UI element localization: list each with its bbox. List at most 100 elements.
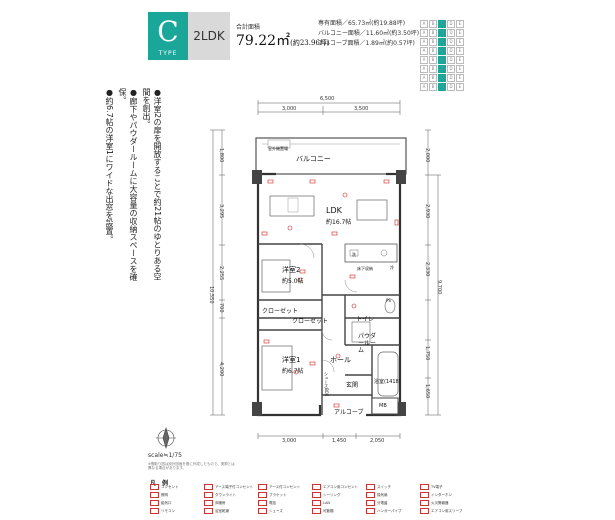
room-western-2-size: 約5.0帖: [282, 278, 304, 285]
grid-cell: E: [456, 65, 464, 73]
grid-cell: B: [429, 47, 437, 55]
legend-symbol-icon: [204, 484, 213, 490]
grid-cell: E: [456, 38, 464, 46]
dim-left-total: 10,550: [208, 286, 214, 304]
dim-right-total: 9,700: [436, 280, 442, 295]
room-ldk-size: 約16.7帖: [326, 219, 352, 226]
grid-cell: B: [429, 29, 437, 37]
dim-right-5: 1,650: [424, 384, 430, 399]
legend-label: インターホン: [431, 492, 452, 497]
grid-cell: A: [420, 56, 428, 64]
legend-symbol-icon: [366, 492, 375, 498]
legend-symbol-icon: [150, 500, 159, 506]
legend-item: リモコン: [150, 508, 200, 514]
legend-item: ハンガーパイプ: [366, 508, 416, 514]
room-ldk: LDK: [326, 206, 342, 215]
room-alcove: アルコーブ: [334, 409, 364, 416]
legend-symbol-icon: [204, 500, 213, 506]
legend-symbol-icon: [258, 484, 267, 490]
legend-item: 浴室乾燥: [204, 508, 254, 514]
legend-item: 分電盤: [366, 500, 416, 506]
dim-top-left: 3,000: [282, 106, 297, 112]
dim-top-total: 6,500: [320, 96, 335, 102]
legend-item: コンセント: [150, 484, 200, 490]
total-area-label: 合計面積: [236, 24, 261, 31]
legend-symbol-icon: [312, 508, 321, 514]
area-alcove: アルコーブ面積／1.89㎡(約0.57坪): [318, 40, 415, 47]
legend-symbol-icon: [150, 492, 159, 498]
legend-item: 火災警報器: [420, 500, 470, 506]
total-area-value: 79.22㎡(約23.96坪): [236, 30, 330, 50]
room-mb: MB: [379, 403, 387, 409]
legend-item: アース付コンセント: [258, 484, 308, 490]
dim-top-right: 3,500: [354, 106, 369, 112]
room-closet-a: クローゼット: [262, 308, 299, 315]
legend-symbol-icon: [258, 492, 267, 498]
label-fridge: 冷: [390, 265, 394, 270]
area-balcony: バルコニー面積／11.60㎡(約3.50坪): [318, 30, 420, 37]
type-badge: C TYPE: [148, 12, 188, 60]
legend-label: 分電盤: [377, 500, 388, 505]
grid-cell: D: [447, 20, 455, 28]
legend-item: エアコン用コンセント: [312, 484, 362, 490]
room-closet-b: クローゼット: [292, 318, 329, 325]
feature-description: ●洋室2の扉を開放することで約21帖のゆとりある空間を創出。 ●廊下やパウダール…: [102, 88, 163, 288]
legend-label: 給気口: [161, 500, 172, 505]
label-ps: PS: [386, 298, 391, 303]
grid-cell: A: [420, 83, 428, 91]
legend-item: シューズ: [258, 508, 308, 514]
legend-symbol-icon: [312, 484, 321, 490]
grid-cell: C: [438, 29, 446, 37]
legend-label: ハンガーパイプ: [377, 508, 402, 513]
legend-symbol-icon: [312, 500, 321, 506]
legend-label: ブラケット: [269, 492, 287, 497]
legend-label: TV端子: [431, 484, 443, 489]
legend-item: TV端子: [420, 484, 470, 490]
room-bath: 浴室(1418): [374, 379, 401, 385]
legend-item: エアコン用スリーブ: [420, 508, 470, 514]
legend-symbol-icon: [258, 500, 267, 506]
legend-label: ダウンライト: [215, 492, 236, 497]
dim-right-4: 1,750: [424, 346, 430, 361]
legend-item: 換気扇: [366, 492, 416, 498]
legend-item: 給気口: [150, 500, 200, 506]
disclaimer-note: ※間取り図は設計図面を基に作成したもので、実際とは異なる場合があります。: [148, 462, 235, 470]
feature-item: ●廊下やパウダールームに大容量の収納スペースを確保。: [118, 88, 138, 281]
grid-cell: C: [438, 74, 446, 82]
total-area-number: 79.22㎡: [236, 33, 291, 49]
grid-cell: B: [429, 83, 437, 91]
grid-cell: D: [447, 65, 455, 73]
dim-bottom-a: 3,000: [282, 438, 297, 444]
plan-name: 2LDK: [188, 12, 230, 60]
legend-symbol-icon: [258, 508, 267, 514]
legend-symbol-icon: [366, 500, 375, 506]
legend-symbol-icon: [420, 508, 429, 514]
scale-label: scale≒1/75: [148, 452, 182, 459]
dim-left-2: 3,295: [218, 204, 224, 219]
grid-cell: C: [438, 20, 446, 28]
grid-cell: A: [420, 65, 428, 73]
feature-item: ●約6.7帖の洋室1にワイドな出窓を設置。: [105, 88, 114, 243]
grid-cell: D: [447, 74, 455, 82]
grid-cell: A: [420, 47, 428, 55]
legend-item: LAN: [312, 500, 362, 506]
grid-cell: D: [447, 38, 455, 46]
legend-label: アース端子付コンセント: [215, 484, 254, 489]
legend-label: シーリング: [323, 492, 341, 497]
dim-bottom-b: 1,450: [332, 438, 347, 444]
legend-symbol-icon: [204, 492, 213, 498]
legend-item: ダウンライト: [204, 492, 254, 498]
grid-cell: B: [429, 74, 437, 82]
legend-item: インターホン: [420, 492, 470, 498]
legend-label: リモコン: [161, 508, 175, 513]
dim-left-5: 4,200: [218, 362, 224, 377]
area-private: 専有面積／65.73㎡(約19.88坪): [318, 20, 406, 27]
